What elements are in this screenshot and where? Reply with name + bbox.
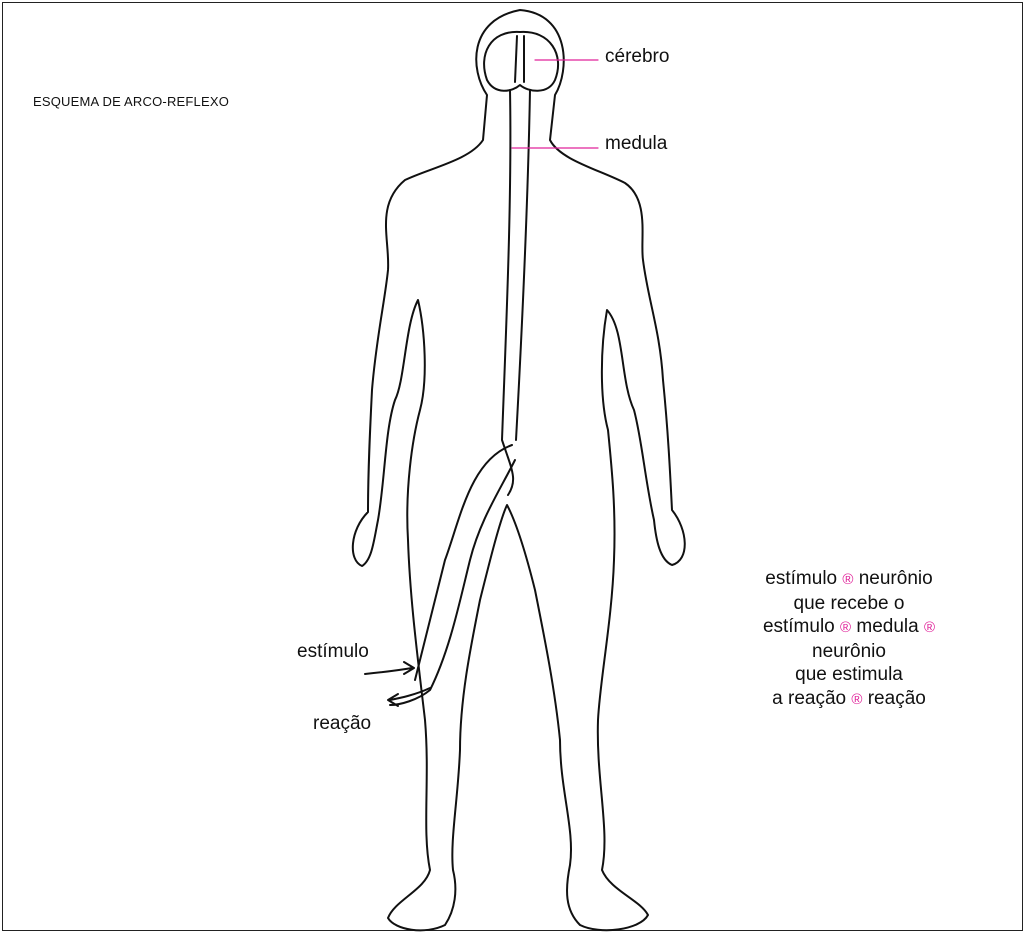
explanation-line-6: a reação ® reação [688,687,1010,712]
explanation-line-3: estímulo ® medula ® [688,615,1010,640]
right-arrow-icon: ® [924,619,935,636]
spinal-cord [502,90,530,495]
reacao-label: reação [313,713,371,735]
cerebro-label: cérebro [605,46,669,68]
explanation-text: estímulo [763,616,835,637]
nerve-path-afferent [415,445,512,680]
medula-label: medula [605,133,667,155]
explanation-text: reação [868,688,926,709]
stimulus-arrow [365,662,414,674]
explanation-text: estímulo [765,568,837,589]
reflex-arc-explanation: estímulo ® neurônio que recebe o estímul… [688,567,1010,711]
estimulo-label: estímulo [297,641,369,663]
right-arrow-icon: ® [851,691,862,708]
explanation-text: a reação [772,688,846,709]
explanation-line-1: estímulo ® neurônio [688,567,1010,592]
explanation-text: neurônio [859,568,933,589]
right-arrow-icon: ® [840,619,851,636]
brain-outline [484,32,558,91]
explanation-text: medula [856,616,918,637]
explanation-line-5: que estimula [688,663,1010,687]
explanation-line-2: que recebe o [688,592,1010,616]
brain-midline [515,36,524,82]
right-arrow-icon: ® [842,571,853,588]
explanation-line-4: neurônio [688,640,1010,664]
